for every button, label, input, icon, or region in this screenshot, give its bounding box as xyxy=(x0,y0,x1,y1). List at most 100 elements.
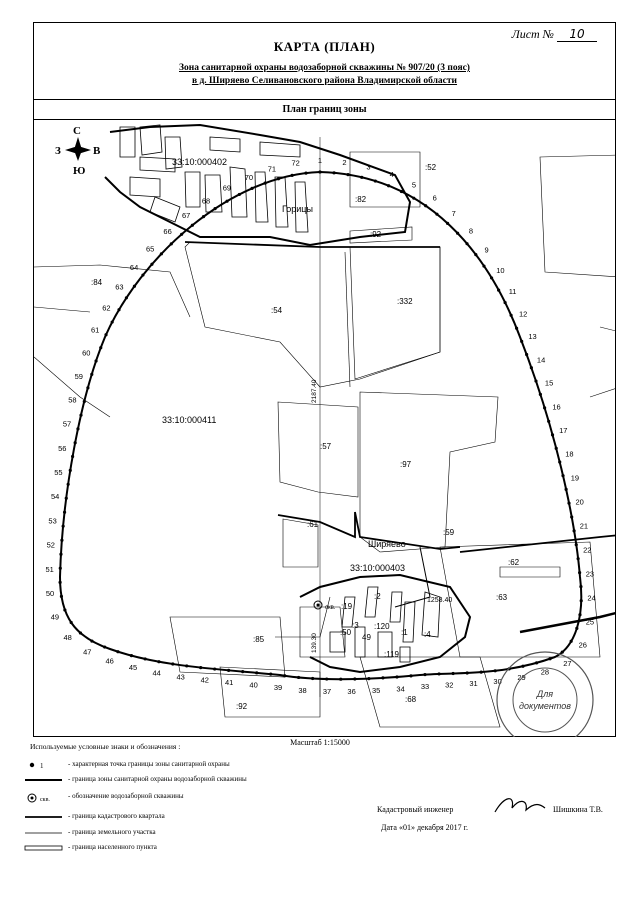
zone-point xyxy=(255,671,259,675)
zone-point xyxy=(529,366,533,370)
zone-point xyxy=(213,207,217,211)
zone-point xyxy=(567,501,571,505)
zone-point xyxy=(86,386,90,390)
zone-point xyxy=(73,441,77,445)
zone-point xyxy=(304,171,308,175)
zone-point xyxy=(276,177,281,181)
zone-point-label: 3 xyxy=(366,163,370,172)
subtitle-zone: Зона санитарной охраны водозаборной сква… xyxy=(179,63,470,73)
quarter-402: 33:10:000402 xyxy=(172,157,227,167)
zone-point-label: 22 xyxy=(583,545,591,554)
road-2 xyxy=(344,251,351,388)
zone-point xyxy=(64,496,68,500)
zone-point xyxy=(132,284,137,288)
zone-point xyxy=(241,669,245,674)
parcel-59: :59 xyxy=(443,528,455,537)
zone-point xyxy=(129,654,134,658)
zone-point xyxy=(424,204,428,208)
parcel-62: :62 xyxy=(508,558,520,567)
zone-point-label: 13 xyxy=(528,332,536,341)
settlement-boundary-shiryaevo xyxy=(299,573,472,674)
zone-point-label: 19 xyxy=(571,474,579,483)
zone-point-label: 27 xyxy=(563,659,571,668)
parcel-3: :3 xyxy=(352,621,359,630)
zone-point xyxy=(412,196,416,200)
legend-well-mark: скв. xyxy=(40,797,50,803)
parcel-92b: :92 xyxy=(236,702,248,711)
legend-item-parcel: - граница земельного участка xyxy=(20,828,420,838)
compass-east: В xyxy=(93,145,101,157)
zone-point xyxy=(150,262,154,266)
land-parcels xyxy=(34,151,615,728)
zone-point xyxy=(465,671,469,675)
zone-point xyxy=(297,675,301,680)
zone-point xyxy=(157,660,161,664)
zone-point xyxy=(574,543,578,547)
legend-item-zone: - граница зоны санитарной охраны водозаб… xyxy=(20,775,420,785)
zone-point-label: 61 xyxy=(91,326,99,335)
zone-point-label: 14 xyxy=(537,355,545,364)
zone-point xyxy=(117,308,121,312)
zone-point-label: 52 xyxy=(47,541,55,550)
header: КАРТА (ПЛАН) Лист № 10 Зона санитарной о… xyxy=(34,23,615,100)
zone-point-label: 37 xyxy=(323,687,331,696)
plan-title: План границ зоны xyxy=(34,100,615,120)
zone-point-label: 50 xyxy=(46,589,54,598)
sheet-number-label: Лист № xyxy=(511,27,554,41)
zone-point-label: 55 xyxy=(54,468,62,477)
parcel-92a: :92 xyxy=(370,230,382,239)
zone-point xyxy=(558,460,562,464)
zone-point-label: 58 xyxy=(68,396,76,405)
zone-point-label: 5 xyxy=(412,181,416,190)
zone-point xyxy=(409,674,413,678)
zone-point xyxy=(525,352,529,357)
zone-point-label: 57 xyxy=(63,420,71,429)
parcel-84: :84 xyxy=(91,278,103,287)
zone-point xyxy=(437,672,441,676)
parcel-332: :332 xyxy=(397,297,413,306)
parcel-97: :97 xyxy=(400,460,412,469)
zone-point xyxy=(570,515,574,519)
zone-point xyxy=(66,482,70,486)
zone-point xyxy=(548,657,552,661)
zone-point-label: 72 xyxy=(292,159,300,168)
zone-point-label: 71 xyxy=(268,164,276,173)
zone-point xyxy=(538,392,542,397)
zone-point-label: 12 xyxy=(519,309,527,318)
zone-point-label: 23 xyxy=(586,569,594,578)
zone-point-label: 38 xyxy=(298,686,306,695)
zone-point xyxy=(90,639,94,643)
zone-point xyxy=(367,676,371,681)
zone-point-label: 43 xyxy=(177,672,185,681)
zone-point xyxy=(578,571,582,575)
stamp-line2: документов xyxy=(519,701,571,711)
zone-point-label: 4 xyxy=(390,170,394,179)
road-3 xyxy=(275,596,331,638)
zone-point-label: 7 xyxy=(452,209,456,218)
zone-point xyxy=(63,608,67,612)
well-label: скв. xyxy=(325,605,336,611)
zone-point xyxy=(381,676,385,680)
legend-parcel-text: - граница земельного участка xyxy=(68,828,156,836)
parcel-52: :52 xyxy=(425,163,437,172)
zone-point-label: 28 xyxy=(541,668,549,677)
zone-point xyxy=(423,672,427,677)
village-shiryaevo: Ширяево xyxy=(368,539,406,549)
zone-point xyxy=(61,524,65,528)
zone-point-label: 11 xyxy=(509,287,517,296)
zone-point xyxy=(445,221,450,225)
zone-point xyxy=(399,189,404,194)
zone-point-label: 21 xyxy=(580,521,588,530)
coord-1258: 1258.40 xyxy=(427,597,452,604)
zone-point xyxy=(76,427,80,431)
zone-point xyxy=(543,406,547,410)
zone-point-label: 30 xyxy=(493,677,501,686)
cadastral-boundary-4 xyxy=(394,546,431,608)
zone-point-label: 10 xyxy=(496,266,504,275)
zone-point xyxy=(386,184,391,188)
buildings-shiryaevo xyxy=(329,586,441,663)
signoff-date: Дата «01» декабря 2017 г. xyxy=(381,823,469,832)
zone-point xyxy=(579,599,583,603)
zone-point xyxy=(99,346,103,350)
settlement-boundary-gorici xyxy=(104,123,412,247)
